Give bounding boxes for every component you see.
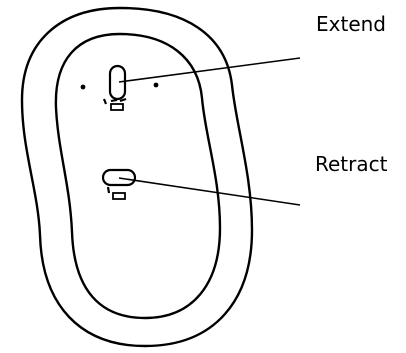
lock-closed-icon xyxy=(106,186,126,200)
mounting-hole-left xyxy=(80,84,86,90)
retract-slider-slot xyxy=(101,168,137,187)
inner-panel-outline xyxy=(54,32,222,320)
retract-leader-line xyxy=(118,177,301,206)
retract-label: Retract xyxy=(315,152,388,176)
lock-open-icon xyxy=(102,98,127,111)
extend-slider-slot xyxy=(108,64,127,101)
extend-label: Extend xyxy=(316,12,386,36)
extend-leader-line xyxy=(118,57,301,83)
outer-housing-outline xyxy=(20,6,254,348)
mounting-hole-right xyxy=(153,82,159,88)
